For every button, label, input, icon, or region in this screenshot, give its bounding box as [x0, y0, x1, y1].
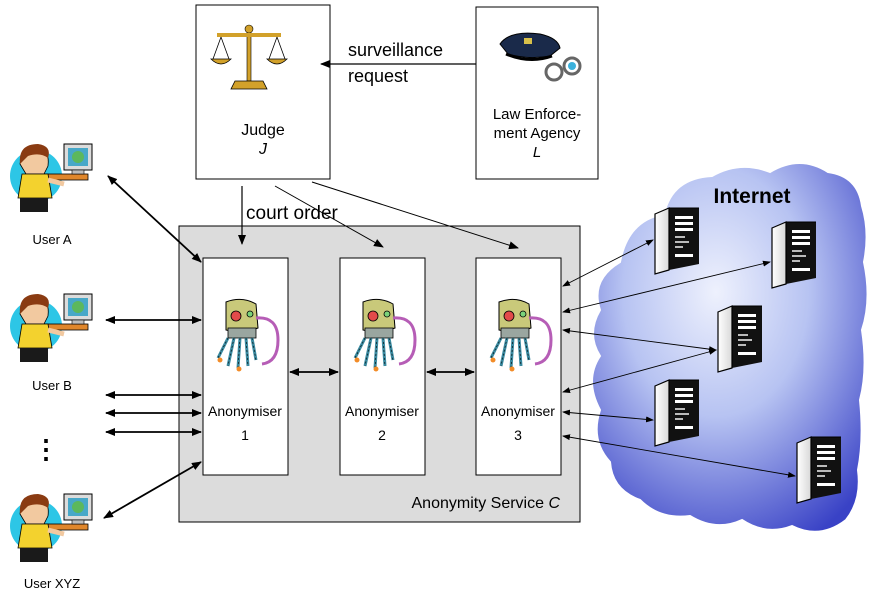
anonymiser-1: Anonymiser 1 [202, 257, 289, 476]
internet-label: Internet [713, 185, 790, 208]
server-icon-5 [796, 436, 842, 504]
lea-line1: Law Enforce- [493, 106, 581, 123]
service-label: Anonymity Service C [412, 495, 561, 512]
law-enforcement-box [475, 6, 599, 180]
user-a-label: User A [32, 232, 71, 247]
anonymiser-2-num: 2 [378, 427, 386, 443]
judge-var: J [258, 141, 268, 158]
scales-of-justice-icon [210, 24, 288, 90]
user-xyz-icon [10, 494, 92, 562]
anonymiser-3: Anonymiser 3 [475, 257, 562, 476]
link-anon3-server4 [562, 409, 654, 423]
link-anon3-server3 [562, 327, 717, 353]
user-b-label: User B [32, 378, 72, 393]
user-xyz-label: User XYZ [24, 576, 80, 591]
surveillance-label-2: request [348, 66, 408, 86]
court-order-label: court order [246, 203, 339, 224]
anonymiser-1-name: Anonymiser [208, 403, 282, 419]
user-b-icon [10, 294, 92, 362]
server-icon-3 [717, 305, 763, 373]
server-icon-1 [654, 207, 700, 275]
server-icon-2 [771, 221, 817, 289]
anonymiser-3-name: Anonymiser [481, 403, 555, 419]
police-cap-handcuffs-icon [499, 32, 582, 82]
court-order-arrow-2 [274, 185, 384, 248]
lea-var: L [533, 144, 541, 161]
link-anon3-server5 [562, 434, 796, 478]
anonymiser-3-num: 3 [514, 427, 522, 443]
surveillance-label-1: surveillance [348, 40, 443, 60]
link-usera-anon1 [107, 175, 202, 263]
lea-line2: ment Agency [494, 125, 581, 142]
anonymiser-1-num: 1 [241, 427, 249, 443]
court-order-arrow-3 [311, 181, 519, 250]
anonymiser-2-name: Anonymiser [345, 403, 419, 419]
server-icon-4 [654, 379, 700, 447]
link-anon3-server3b [562, 348, 717, 394]
user-a-icon [10, 144, 92, 212]
anonymiser-2: Anonymiser 2 [339, 257, 426, 476]
link-anon3-server2 [562, 260, 771, 314]
judge-title: Judge [241, 122, 285, 139]
link-userxyz-anon1 [103, 461, 202, 519]
user-ellipsis: ⋮ [33, 434, 59, 464]
